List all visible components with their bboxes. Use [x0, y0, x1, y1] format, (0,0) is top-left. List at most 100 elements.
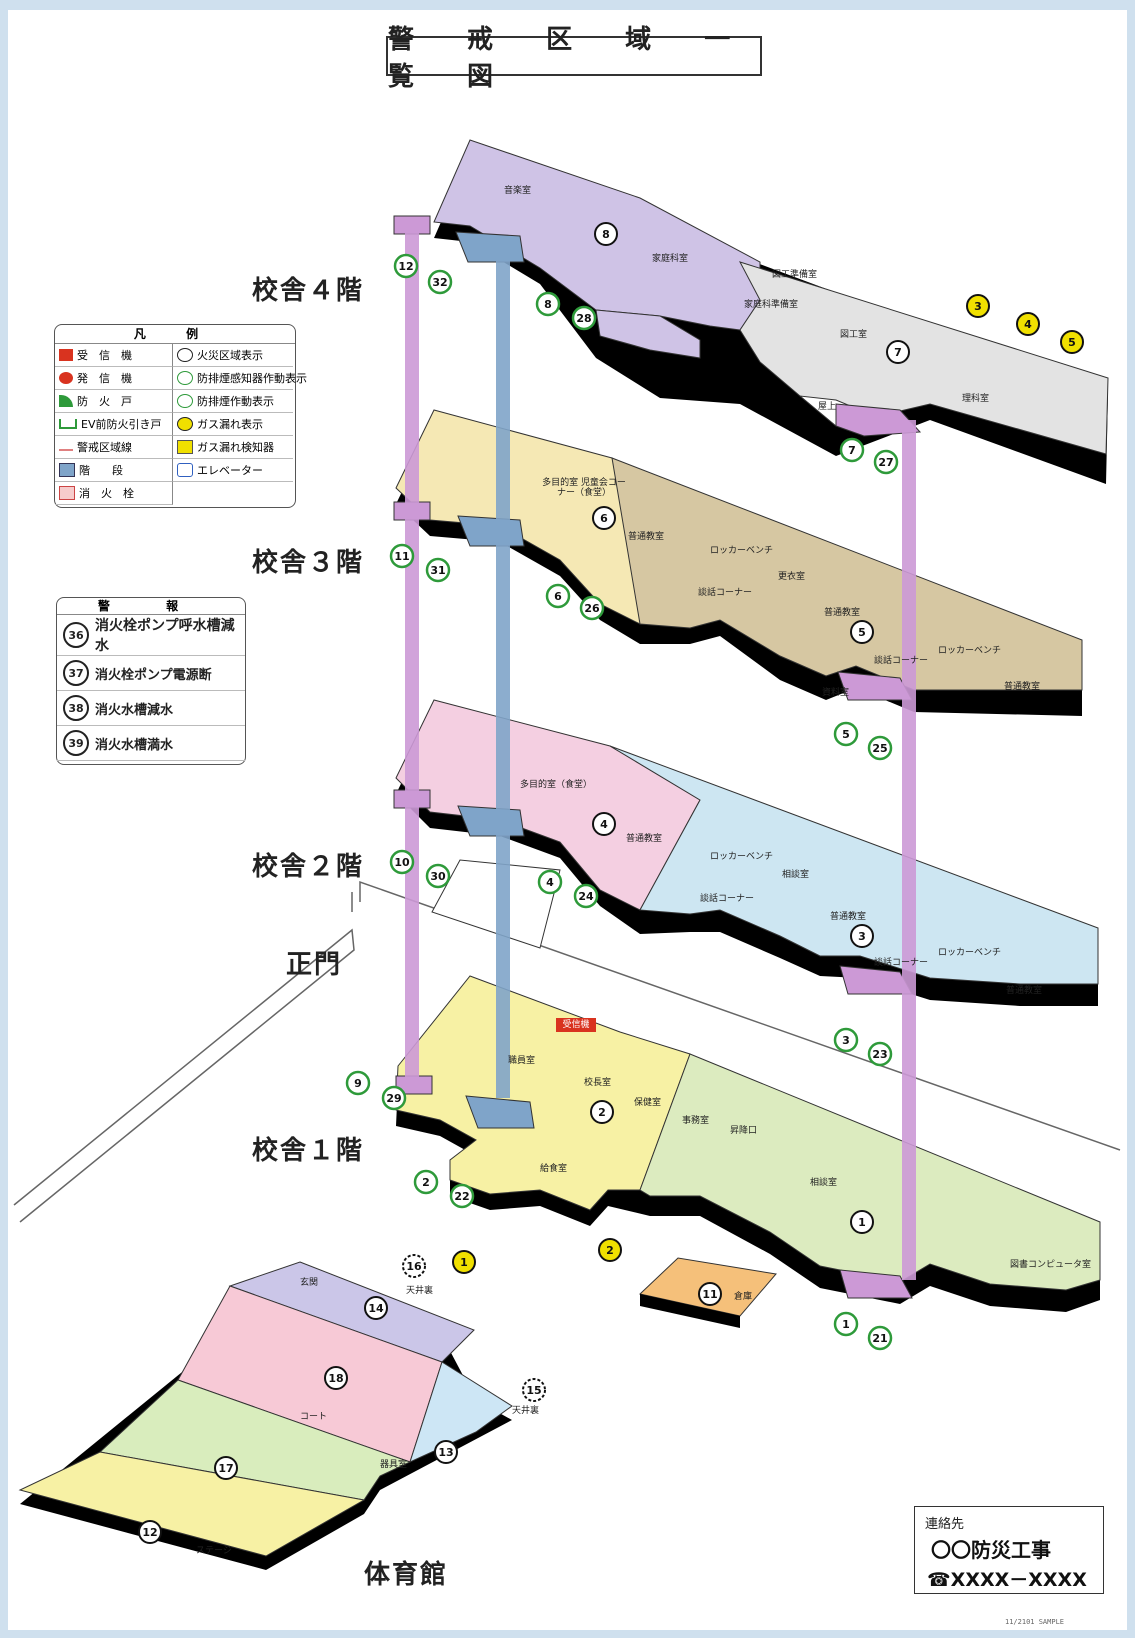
page-title: 警 戒 区 域 一 覧 図 [386, 25, 762, 92]
stairs-icon [59, 463, 75, 477]
room-label: 器具室 [380, 1460, 408, 1470]
room-label: 屋上 [818, 402, 837, 412]
zone-marker: 12 [393, 253, 419, 279]
room-label: ロッカーベンチ [710, 852, 774, 862]
room-label: 図工室 [840, 330, 868, 340]
zone-marker: 31 [425, 557, 451, 583]
alarm-number-badge: 37 [63, 660, 89, 686]
contact-label: 連絡先 [925, 1517, 965, 1532]
zone-number: 24 [578, 890, 594, 903]
zone-marker: 10 [389, 849, 415, 875]
legend-item-label: 警戒区域線 [77, 441, 132, 454]
room-label: 家庭科室 [652, 254, 689, 264]
room-label: 音楽室 [504, 186, 532, 196]
zone-marker: 3 [966, 294, 990, 318]
zone-marker: 3 [833, 1027, 859, 1053]
zone-number: 22 [454, 1190, 469, 1203]
zone-number: 10 [394, 856, 410, 869]
zone-number: 2 [598, 1106, 606, 1119]
zone-marker: 4 [1016, 312, 1040, 336]
zone-marker: 18 [324, 1366, 348, 1390]
room-label: 談話コーナー [874, 958, 929, 968]
contact-box: 連絡先 〇〇防災工事 ☎XXXX－XXXX [914, 1506, 1104, 1594]
zone-marker: 13 [434, 1440, 458, 1464]
zone-marker: 26 [579, 595, 605, 621]
ev-door-icon [59, 419, 77, 429]
zone-number: 11 [394, 550, 409, 563]
room-label: 相談室 [810, 1178, 838, 1188]
room-label: 普通教室 [626, 834, 663, 844]
zone-number: 23 [872, 1048, 887, 1061]
room-label: 普通教室 [1006, 986, 1043, 996]
floor-label-1: 校舎１階 [252, 1136, 365, 1166]
room-label: 玄関 [300, 1278, 319, 1288]
zone-number: 28 [576, 312, 591, 325]
room-label: 相談室 [782, 870, 810, 880]
zone-marker: 6 [545, 583, 571, 609]
zone-marker: 1 [452, 1250, 476, 1274]
zone-number: 32 [432, 276, 447, 289]
zone-marker: 4 [537, 869, 563, 895]
legend-item-label: 消 火 栓 [79, 487, 134, 500]
zone-number: 12 [398, 260, 413, 273]
zone-number: 4 [546, 876, 554, 889]
legend-item-label: 防排煙作動表示 [197, 395, 274, 408]
zone-number: 3 [974, 300, 982, 313]
zone-marker: 25 [867, 735, 893, 761]
room-label: 普通教室 [824, 608, 861, 618]
room-label: ロッカーベンチ [938, 646, 1002, 656]
alarm-label: 消火栓ポンプ呼水槽減水 [95, 618, 235, 654]
zone-number: 8 [602, 228, 610, 241]
gym-plan [18, 1261, 513, 1570]
legend-item-label: 発 信 機 [77, 372, 132, 385]
contact-phone: ☎XXXX－XXXX [927, 1569, 1087, 1591]
room-label: 保健室 [634, 1098, 662, 1108]
zone-number: 27 [878, 456, 893, 469]
fire-zone-icon [177, 348, 193, 362]
zone-marker: 15 [522, 1378, 546, 1402]
zone-line-icon [59, 443, 73, 451]
alarm-label: 消火栓ポンプ電源断 [95, 667, 212, 683]
legend-item: 受 信 機 [55, 344, 173, 367]
zone-number: 5 [842, 728, 850, 741]
room-label: 多目的室 児童会コーナー（食堂） [542, 478, 626, 498]
zone-number: 17 [218, 1462, 233, 1475]
legend-title: 凡 例 [55, 325, 295, 344]
room-label: ロッカーベンチ [710, 546, 774, 556]
zone-marker: 11 [698, 1282, 722, 1306]
alarm-number-badge: 39 [63, 730, 89, 756]
legend-panel: 凡 例 受 信 機火災区域表示発 信 機防排煙感知器作動表示防 火 戸防排煙作動… [54, 324, 307, 508]
contact-company: 〇〇防災工事 [931, 1538, 1051, 1562]
transmitter-icon [59, 372, 73, 384]
zone-marker: 2 [598, 1238, 622, 1262]
zone-marker: 12 [138, 1520, 162, 1544]
room-label: ロッカーベンチ [938, 948, 1002, 958]
alarm-label: 消火水槽満水 [95, 737, 174, 753]
legend-item-label: 防 火 戸 [77, 395, 132, 408]
room-label: 資料室 [822, 688, 850, 698]
legend-item-label: ガス漏れ検知器 [197, 441, 274, 454]
zone-number: 13 [438, 1446, 453, 1459]
room-label: 家庭科準備室 [744, 300, 799, 310]
gym-label: 体育館 [364, 1560, 449, 1590]
floor-label-4: 校舎４階 [252, 276, 365, 306]
zone-marker: 30 [425, 863, 451, 889]
room-label: 職員室 [508, 1056, 536, 1066]
floor-label-3: 校舎３階 [252, 548, 365, 578]
zone-marker: 8 [535, 291, 561, 317]
zone-number: 7 [848, 444, 856, 457]
legend-item-label: エレベーター [197, 464, 263, 477]
legend-item-label: 防排煙感知器作動表示 [197, 372, 307, 385]
zone-number: 4 [600, 818, 608, 831]
floor-1-plan [395, 975, 1101, 1328]
zone-number: 30 [430, 870, 446, 883]
gas-detector-icon [177, 440, 193, 454]
zone-number: 11 [702, 1288, 717, 1301]
room-label: 更衣室 [778, 572, 806, 582]
zone-marker: 5 [1060, 330, 1084, 354]
boundary-lines [13, 880, 1121, 1223]
zone-marker: 2 [590, 1100, 614, 1124]
zone-marker: 23 [867, 1041, 893, 1067]
room-label: 談話コーナー [874, 656, 929, 666]
